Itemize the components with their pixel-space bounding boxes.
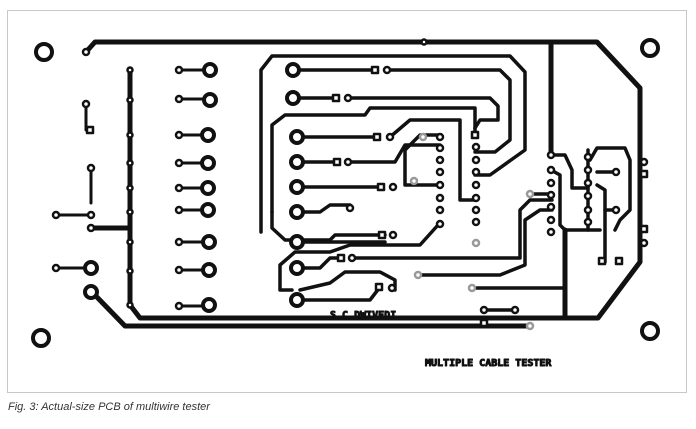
pcb-frame (7, 10, 687, 393)
signal-traces (259, 54, 632, 312)
board-title-label: MULTIPLE CABLE TESTER (425, 358, 552, 369)
pads (51, 38, 649, 331)
pcb-layout: S C DWIVEDI MULTIPLE CABLE TESTER (31, 38, 660, 370)
figure-caption: Fig. 3: Actual-size PCB of multiwire tes… (8, 401, 210, 413)
ground-traces (83, 39, 643, 329)
mounting-holes (31, 38, 660, 348)
author-label: S C DWIVEDI (330, 310, 396, 321)
